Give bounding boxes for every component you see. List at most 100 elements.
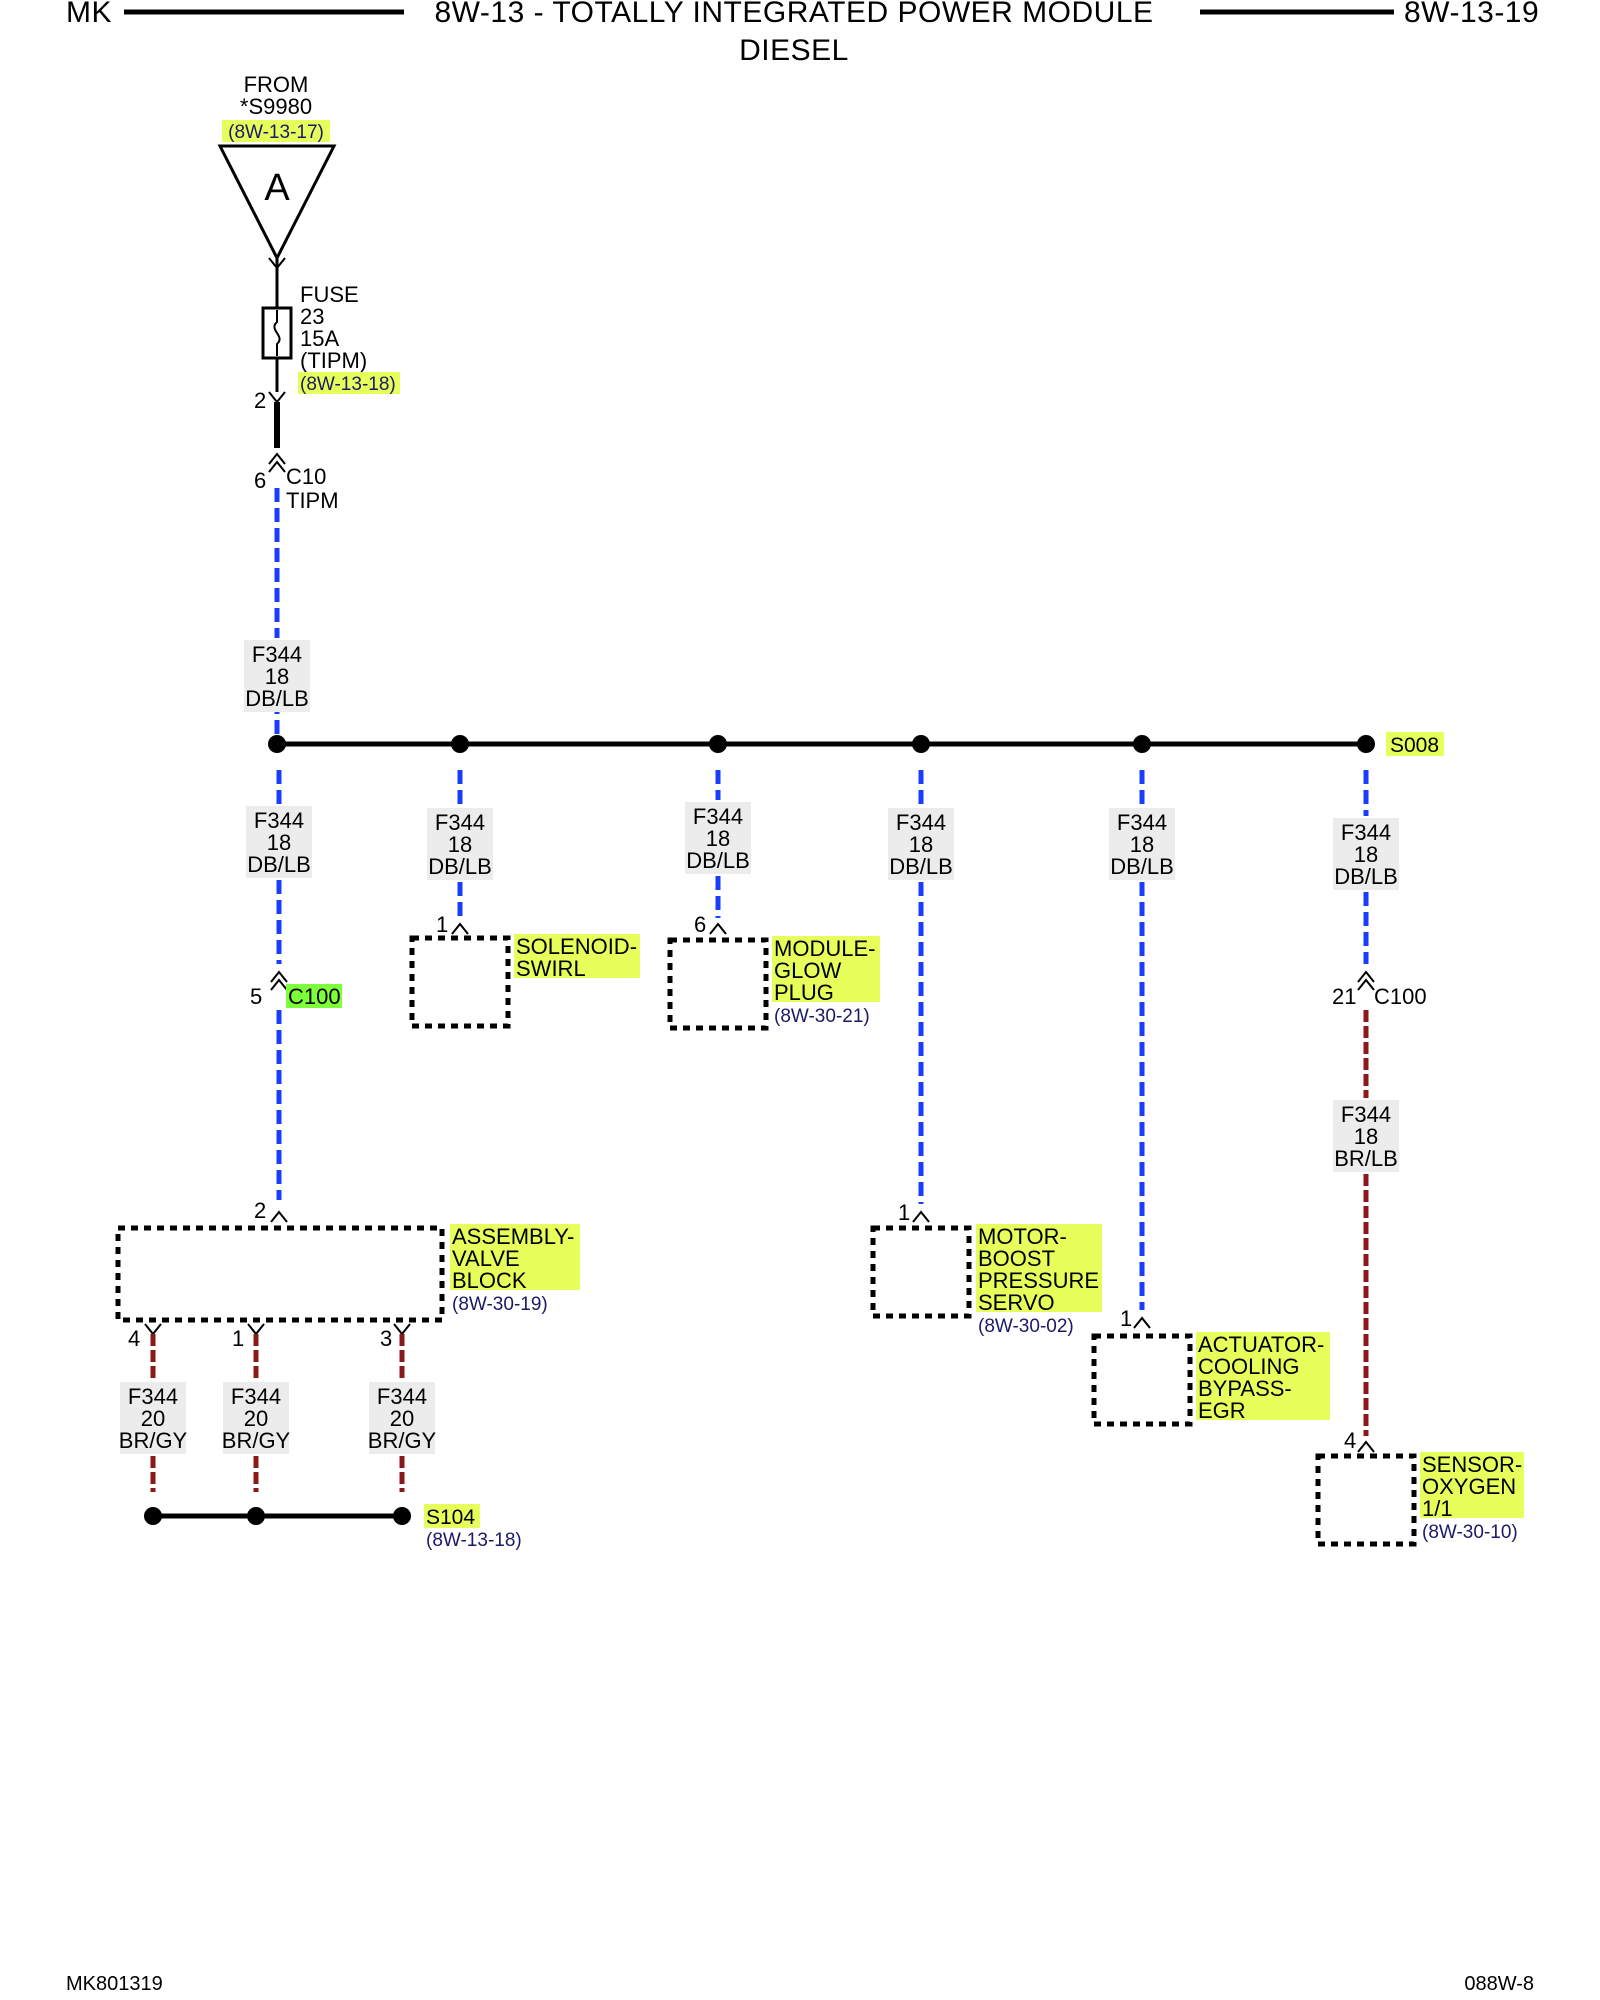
o2-highlight: [1420, 1452, 1524, 1518]
o2-ref: (8W-30-10): [1422, 1522, 1518, 1543]
branch-1-gauge: 18: [267, 830, 291, 855]
egr-pin-chevron: [1133, 1316, 1151, 1329]
bus-node-2: [451, 735, 469, 753]
branch-6-color: DB/LB: [1334, 864, 1398, 889]
o2-l2: OXYGEN: [1422, 1474, 1516, 1499]
feed-wire-gauge: 18: [265, 664, 289, 689]
boost-highlight: [976, 1224, 1102, 1312]
out-1-circuit: F344: [128, 1384, 178, 1409]
out-2-color: BR/GY: [222, 1428, 291, 1453]
bus-node-6: [1357, 735, 1375, 753]
b6-c100-pin: 21: [1332, 984, 1356, 1009]
branch-2-color: DB/LB: [428, 854, 492, 879]
egr-highlight: [1196, 1332, 1330, 1420]
s104-splice: S104 (8W-13-18): [144, 1504, 522, 1551]
branch-3-label-bg: [685, 802, 751, 874]
from-ref: (8W-13-17): [228, 122, 324, 143]
glow-l1: MODULE-: [774, 936, 875, 961]
b6-c100-name: C100: [1374, 984, 1427, 1009]
out-1-pin: 4: [128, 1326, 140, 1351]
boost-ref: (8W-30-02): [978, 1316, 1074, 1337]
fuse-ref: (8W-13-18): [300, 374, 396, 395]
page-header: MK 8W-13 - TOTALLY INTEGRATED POWER MODU…: [66, 0, 1539, 67]
c10-module: TIPM: [286, 488, 339, 513]
boost-pin: 1: [898, 1200, 910, 1225]
swirl-box: [409, 935, 511, 1029]
s104-node-1: [144, 1507, 162, 1525]
out-3-chevron: [393, 1323, 411, 1336]
c10-pin-chevron-2: [268, 460, 286, 473]
egr-box: [1091, 1333, 1193, 1427]
branch-1-circuit: F344: [254, 808, 304, 833]
branch-4: F344 18 DB/LB 1 MOTOR- BOOST PRESSURE SE…: [870, 770, 1102, 1337]
branch-4-label-bg: [888, 808, 954, 880]
boost-l2: BOOST: [978, 1246, 1055, 1271]
feed-wire-circuit: F344: [252, 642, 302, 667]
egr-l1: ACTUATOR-: [1198, 1332, 1324, 1357]
branch-2-gauge: 18: [448, 832, 472, 857]
branch-5: F344 18 DB/LB 1 ACTUATOR- COOLING BYPASS…: [1091, 770, 1330, 1427]
glow-box: [667, 937, 769, 1031]
out-3-gauge: 20: [390, 1406, 414, 1431]
b1-c100-pin: 5: [250, 984, 262, 1009]
s008-splice-bus: S008: [268, 732, 1444, 757]
valve-block-outputs: 4 F344 20 BR/GY 1 F344 20 BR/GY 3 F344 2…: [119, 1323, 437, 1492]
swirl-pin-chevron: [451, 922, 469, 935]
b6-c100-chevron-2: [1357, 978, 1375, 991]
branch-5-color: DB/LB: [1110, 854, 1174, 879]
b1-c100-highlight: [286, 984, 342, 1008]
egr-l4: EGR: [1198, 1398, 1246, 1423]
footer-right: 088W-8: [1464, 1973, 1534, 1995]
header-right: 8W-13-19: [1404, 0, 1539, 29]
branch-2: F344 18 DB/LB 1 SOLENOID- SWIRL: [409, 770, 640, 1029]
o2-box: [1315, 1453, 1417, 1547]
s008-label: S008: [1390, 734, 1439, 757]
branch-4-gauge: 18: [909, 832, 933, 857]
out-2-circuit: F344: [231, 1384, 281, 1409]
header-left: MK: [66, 0, 112, 29]
branch-6-out-label-bg: [1333, 1100, 1399, 1172]
valve-block-component: ASSEMBLY- VALVE BLOCK (8W-30-19): [115, 1224, 580, 1323]
feed-wire-group: F344 18 DB/LB: [244, 488, 310, 742]
branch-2-circuit: F344: [435, 810, 485, 835]
out-3-pin: 3: [380, 1326, 392, 1351]
out-2-label-bg: [223, 1382, 289, 1454]
valve-block-l1: ASSEMBLY-: [452, 1224, 574, 1249]
page-footer: MK801319 088W-8: [66, 1973, 1534, 1995]
glow-highlight: [772, 936, 880, 1002]
branch-6-label-bg: [1333, 818, 1399, 890]
footer-left: MK801319: [66, 1973, 163, 1995]
bus-node-4: [912, 735, 930, 753]
branch-3-color: DB/LB: [686, 848, 750, 873]
from-connector-letter: A: [264, 167, 290, 209]
out-2-chevron: [247, 1323, 265, 1336]
fuse-location: (TIPM): [300, 348, 367, 373]
source-group: FROM *S9980 (8W-13-17) A: [217, 72, 337, 308]
b1-c100-name: C100: [288, 984, 341, 1009]
out-3-color: BR/GY: [368, 1428, 437, 1453]
page-subtitle: DIESEL: [739, 34, 849, 67]
bus-node-3: [709, 735, 727, 753]
out-2-pin: 1: [232, 1326, 244, 1351]
s104-label: S104: [426, 1506, 475, 1529]
swirl-highlight: [514, 934, 640, 978]
s008-highlight: [1386, 732, 1444, 756]
swirl-l1: SOLENOID-: [516, 934, 637, 959]
feed-wire-label-bg: [244, 640, 310, 712]
branch-4-color: DB/LB: [889, 854, 953, 879]
o2-l3: 1/1: [1422, 1496, 1453, 1521]
o2-pin: 4: [1344, 1428, 1356, 1453]
b1-c100-chevron-2: [270, 978, 288, 991]
valve-block-l3: BLOCK: [452, 1268, 527, 1293]
boost-box: [870, 1225, 972, 1319]
from-connector-triangle: [217, 144, 337, 262]
fuse-rating: 15A: [300, 326, 339, 351]
branch-3-circuit: F344: [693, 804, 743, 829]
branch-5-gauge: 18: [1130, 832, 1154, 857]
branch-6: F344 18 DB/LB 21 C100 F344 18 BR/LB 4 SE…: [1315, 770, 1524, 1547]
swirl-l2: SWIRL: [516, 956, 586, 981]
branch-6-gauge: 18: [1354, 842, 1378, 867]
out-1-chevron: [144, 1323, 162, 1336]
branch-5-circuit: F344: [1117, 810, 1167, 835]
valve-in-chevron: [270, 1210, 288, 1223]
